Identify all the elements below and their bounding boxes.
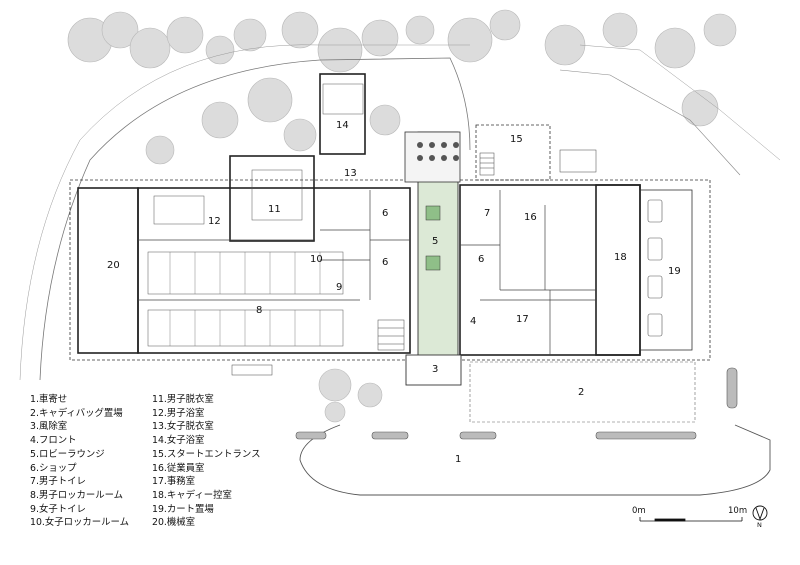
room-number: 18 — [614, 252, 627, 263]
room-number: 8 — [256, 305, 262, 316]
legend-item: 15.スタートエントランス — [152, 448, 261, 460]
landscape-trees — [67, 9, 737, 423]
north-label: N — [757, 521, 762, 529]
room-number: 14 — [336, 120, 349, 131]
scale-start-label: 0m — [632, 506, 646, 516]
legend-item: 2.キャディバッグ置場 — [30, 407, 123, 419]
room-number: 17 — [516, 314, 529, 325]
room-number-6-second: 6 — [382, 257, 388, 268]
room-number: 19 — [668, 266, 681, 277]
planters — [295, 367, 738, 440]
room-number: 7 — [484, 208, 490, 219]
legend-item: 12.男子浴室 — [152, 407, 205, 419]
room-number: 10 — [310, 254, 323, 265]
room-number: 15 — [510, 134, 523, 145]
room-number: 11 — [268, 204, 281, 215]
room-number: 13 — [344, 168, 357, 179]
legend-item: 1.車寄せ — [30, 394, 68, 405]
legend-item: 4.フロント — [30, 435, 77, 447]
scale-bar — [639, 517, 743, 522]
legend-item: 10.女子ロッカールーム — [30, 517, 130, 529]
legend-item: 6.ショップ — [30, 462, 77, 474]
room-number: 16 — [524, 212, 537, 223]
legend-item: 18.キャディー控室 — [152, 489, 232, 501]
room-number: 12 — [208, 216, 221, 227]
legend-item: 16.従業員室 — [152, 462, 205, 474]
room-number: 4 — [470, 316, 476, 327]
legend-item: 14.女子浴室 — [152, 435, 205, 447]
legend-item: 11.男子脱衣室 — [152, 394, 214, 405]
legend-item: 5.ロビーラウンジ — [30, 448, 105, 460]
legend-item: 17.事務室 — [152, 476, 196, 488]
legend-item: 13.女子脱衣室 — [152, 421, 214, 433]
legend-item: 19.カート置場 — [152, 503, 214, 515]
legend-item: 3.風除室 — [30, 421, 68, 433]
legend-item: 9.女子トイレ — [30, 503, 86, 515]
room-number: 2 — [578, 387, 584, 398]
room-number: 5 — [432, 236, 438, 247]
legend-item: 8.男子ロッカールーム — [30, 489, 124, 501]
room-number: 20 — [107, 260, 120, 271]
room-number: 1 — [455, 454, 461, 465]
legend-column-1: 1.車寄せ 2.キャディバッグ置場 3.風除室 4.フロント 5.ロビーラウンジ… — [30, 393, 129, 530]
legend-item: 7.男子トイレ — [30, 476, 86, 488]
north-arrow-icon — [752, 505, 768, 521]
legend-item: 20.機械室 — [152, 517, 196, 529]
room-number-6-third: 6 — [478, 254, 484, 265]
room-number: 9 — [336, 282, 342, 293]
building-walls — [77, 73, 641, 356]
legend-column-2: 11.男子脱衣室 12.男子浴室 13.女子脱衣室 14.女子浴室 15.スター… — [152, 393, 260, 530]
room-number: 6 — [382, 208, 388, 219]
scale-end-label: 10m — [728, 506, 748, 516]
room-number: 3 — [432, 364, 438, 375]
room-number-labels: 1 2 3 4 5 6 7 8 9 10 11 12 13 14 15 16 1… — [107, 120, 681, 465]
